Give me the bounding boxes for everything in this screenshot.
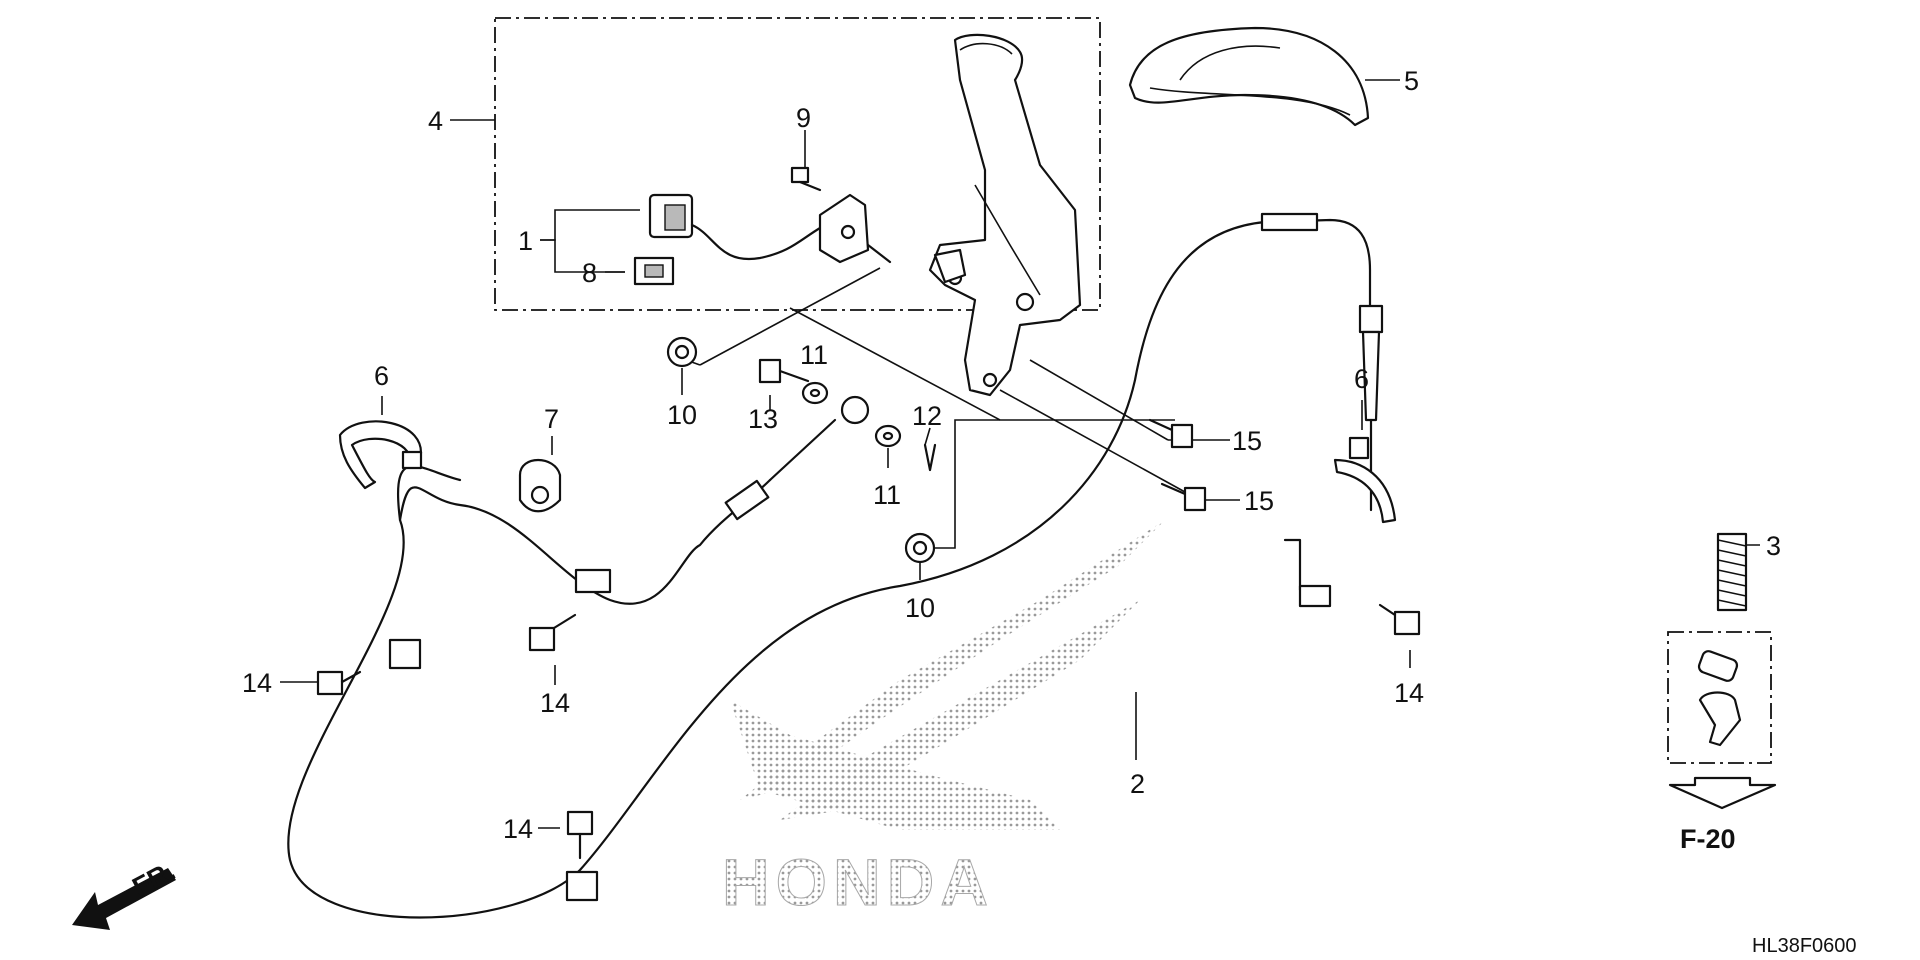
callout-9: 9 <box>796 103 811 133</box>
callout-6-a: 6 <box>374 361 389 391</box>
detail-parts <box>1697 650 1742 747</box>
cable-short <box>398 478 772 605</box>
down-arrow-icon <box>1668 776 1777 810</box>
honda-watermark: HONDA <box>722 520 1165 920</box>
callout-14-c: 14 <box>1394 678 1424 708</box>
callout-15-b: 15 <box>1244 486 1274 516</box>
cable-clamp-3 <box>565 870 599 902</box>
bolt-14-d <box>566 810 594 860</box>
spring-3 <box>1716 532 1748 612</box>
bolt-14-c <box>1378 603 1421 636</box>
callout-10-a: 10 <box>667 400 697 430</box>
front-arrow-icon <box>72 868 176 930</box>
diagram-code: HL38F0600 <box>1752 935 1857 957</box>
cable-eye <box>840 395 870 425</box>
leader-lines <box>280 79 1760 829</box>
callout-1: 1 <box>518 226 533 256</box>
callout-4: 4 <box>428 106 443 136</box>
bolt-14-b <box>528 613 577 652</box>
lever-boot-5 <box>1128 26 1370 127</box>
pin-13 <box>758 358 810 384</box>
cable-2-boot <box>1361 330 1381 422</box>
callout-2: 2 <box>1130 769 1145 799</box>
cable-clamp-1 <box>574 568 612 594</box>
washer-11-b <box>874 424 902 448</box>
washer-11-a <box>801 381 829 405</box>
callout-10-b: 10 <box>905 593 935 623</box>
cable-clamp-4 <box>1298 584 1332 608</box>
callout-14-a: 14 <box>242 668 272 698</box>
callout-5: 5 <box>1404 66 1419 96</box>
callout-8: 8 <box>582 258 597 288</box>
assembly-4-box <box>494 17 1101 311</box>
cable-2 <box>287 220 1267 919</box>
cable-adjuster <box>724 479 770 521</box>
callout-14-b: 14 <box>540 688 570 718</box>
switch-assembly <box>648 193 892 264</box>
callout-7: 7 <box>544 404 559 434</box>
bolt-15-a <box>1148 418 1194 449</box>
reference-f20: F-20 <box>1680 824 1736 854</box>
callout-15-a: 15 <box>1232 426 1262 456</box>
callout-14-d: 14 <box>503 814 533 844</box>
cotter-pin-12 <box>923 443 937 472</box>
callout-13: 13 <box>748 404 778 434</box>
screw-9 <box>790 166 822 192</box>
bolt-15-b <box>1160 482 1207 512</box>
nut-10-a <box>666 336 698 368</box>
callout-labels: 1 2 3 4 5 6 6 7 8 9 10 10 11 11 12 13 14… <box>242 66 1781 844</box>
cable-rod <box>768 418 837 482</box>
callout-6-b: 6 <box>1354 364 1369 394</box>
callout-12: 12 <box>912 401 942 431</box>
bolt-14-a <box>316 670 362 696</box>
clamp-7 <box>518 459 562 513</box>
nut-10-b <box>904 532 936 564</box>
detail-box <box>1667 631 1772 764</box>
cable-clamp-2 <box>388 638 422 670</box>
connector-8 <box>633 256 675 286</box>
band-clamp-6-b <box>1333 436 1397 524</box>
callout-11-b: 11 <box>873 480 901 510</box>
callout-3: 3 <box>1766 531 1781 561</box>
band-clamp-6-a <box>338 420 423 490</box>
brake-lever <box>928 33 1082 397</box>
cable-2-fitting <box>1260 212 1319 232</box>
cable-2-end <box>1263 218 1372 312</box>
cable-2-joint <box>1358 304 1384 334</box>
callout-11-a: 11 <box>800 340 828 370</box>
watermark-text: HONDA <box>722 845 994 919</box>
